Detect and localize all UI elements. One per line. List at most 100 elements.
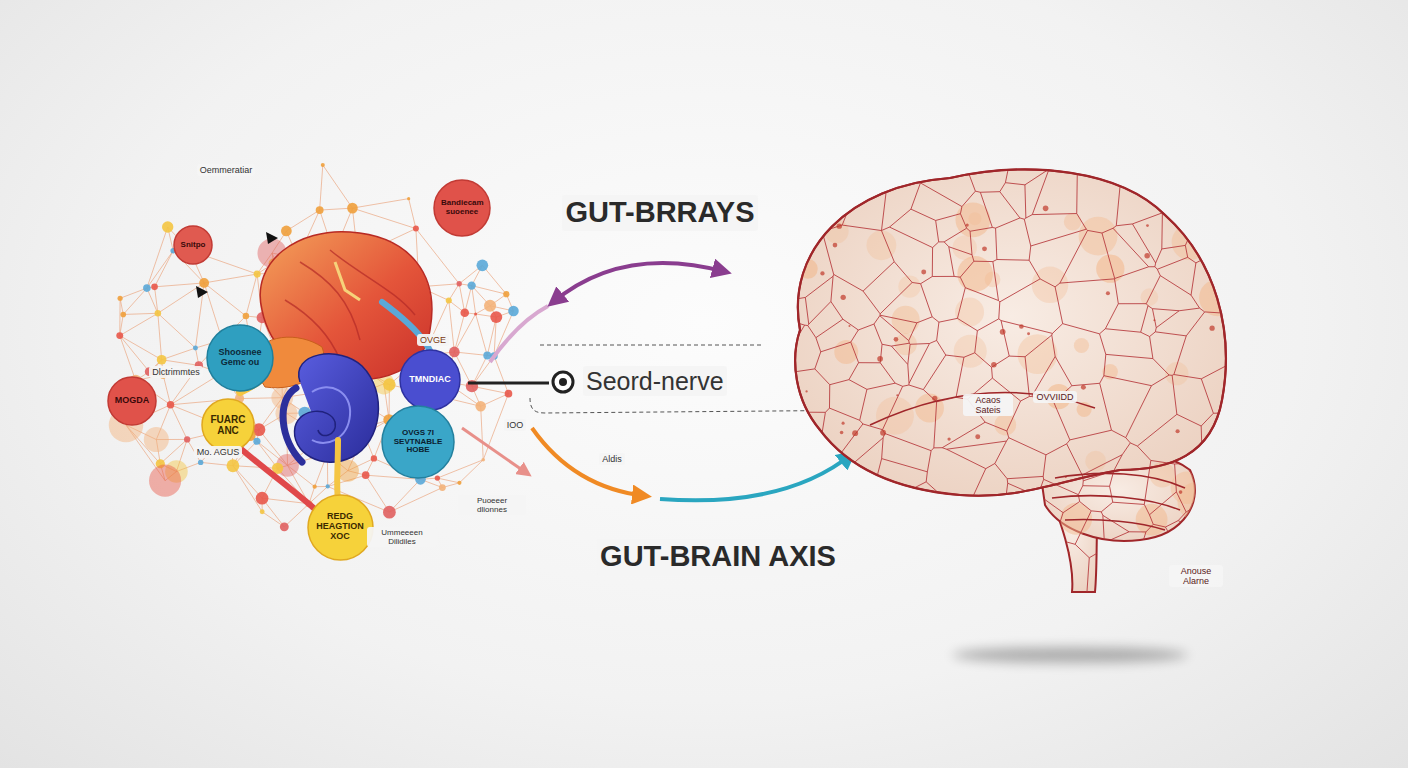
gut-network-line	[481, 406, 484, 459]
nerve-line	[468, 382, 549, 385]
brain-dot	[800, 264, 802, 266]
gut-dot	[253, 438, 260, 445]
gut-network-line	[476, 314, 488, 355]
brain-dot	[975, 434, 980, 439]
gut-dot	[460, 308, 469, 317]
annotation-label: Ummeeeen Dilidiles	[367, 527, 437, 547]
gut-network-line	[437, 478, 459, 483]
gut-dot	[167, 401, 174, 408]
brain-dot	[852, 430, 858, 436]
gut-network-line	[204, 283, 246, 316]
brain-dot	[837, 223, 842, 228]
brain-blob	[1096, 254, 1124, 282]
brain-network-lines	[770, 150, 1250, 610]
brain-dot	[840, 431, 844, 435]
brain-blob	[1074, 338, 1089, 353]
bubble-node: Shoosnee Gemc ou	[206, 324, 274, 392]
gut-network-line	[171, 405, 188, 440]
annotation-label: Oemmeratiar	[197, 164, 256, 176]
gut-dot	[120, 312, 126, 318]
faded-arrow-tail	[490, 306, 548, 362]
gut-network-line	[366, 475, 390, 512]
gut-dot	[155, 310, 161, 316]
gut-dot	[260, 509, 265, 514]
brain-dot	[981, 518, 985, 522]
brain-dot	[982, 246, 987, 251]
brain-dot	[921, 269, 926, 274]
bubble-node: Bandiecam suoenee	[433, 179, 491, 237]
gut-network-line	[233, 466, 278, 469]
gut-network-line	[494, 356, 508, 394]
brain-dot	[991, 362, 997, 368]
gut-dot	[149, 465, 181, 497]
intestine-tube	[283, 388, 302, 462]
gut-network-line	[158, 313, 196, 348]
gut-dot	[157, 355, 167, 365]
brain-dot	[1019, 324, 1024, 329]
gut-dot	[467, 281, 475, 289]
gut-dot	[446, 297, 452, 303]
brain-dot	[914, 567, 918, 571]
gut-network-line	[162, 360, 199, 366]
gut-dot	[184, 436, 190, 442]
annotation-label: Anouse Alarne	[1169, 565, 1223, 588]
gut-dot	[326, 484, 330, 488]
brain-dot	[966, 224, 969, 227]
gut-dot	[508, 306, 519, 317]
bubble-circle	[108, 377, 156, 425]
bubble-text-box: Snitpo	[179, 241, 208, 250]
bubble-label: Bandiecam suoenee	[441, 199, 483, 217]
bubble-text-box: Shoosnee Gemc ou	[216, 348, 265, 368]
gut-network-line	[454, 314, 475, 352]
brain-dot	[1067, 552, 1069, 554]
bubble-node: FUARC ANC	[201, 398, 255, 452]
gut-dot	[227, 459, 240, 472]
gut-dot	[484, 300, 496, 312]
nerve-label: Seord-nerve	[583, 366, 727, 397]
teal-arrow	[660, 454, 852, 500]
bubble-label: Shoosnee Gemc ou	[216, 348, 265, 368]
brain-dot	[858, 535, 862, 539]
gut-network-line	[389, 479, 420, 512]
gut-dot	[435, 475, 440, 480]
gut-dot	[151, 284, 158, 291]
bubble-label: TMNDIAC	[408, 375, 453, 385]
gut-dot	[407, 197, 410, 200]
heading-text: GUT-BRAIN AXIS	[597, 539, 839, 574]
gut-network-line	[286, 210, 319, 231]
gut-dot	[457, 281, 462, 286]
brain-blobs	[798, 202, 1236, 535]
small-arrowhead	[266, 232, 278, 244]
gut-network-line	[147, 227, 168, 288]
brain-network	[770, 150, 1250, 610]
brain-dot	[1146, 224, 1149, 227]
bubble-label: Snitpo	[179, 241, 208, 250]
gut-dot	[162, 221, 173, 232]
gut-dot	[490, 311, 502, 323]
brain-dot	[1106, 291, 1110, 295]
gut-network	[120, 165, 514, 527]
brain-dot	[1153, 319, 1155, 321]
annotation-label: Aldis	[599, 453, 625, 465]
brain-dot	[932, 396, 937, 401]
brain-figure	[770, 150, 1250, 610]
organ-duct	[335, 262, 360, 300]
gut-network-line	[472, 286, 507, 295]
gut-network-line	[459, 460, 483, 483]
brain-blob	[847, 487, 883, 523]
gut-dot	[475, 401, 485, 411]
gut-network-line	[147, 288, 158, 313]
brain-blob	[1032, 267, 1069, 304]
gut-dot	[193, 346, 198, 351]
brain-dot	[1081, 385, 1086, 390]
bubble-text-box: TMNDIAC	[408, 375, 453, 385]
gut-dot	[383, 506, 396, 519]
gut-dot	[413, 226, 419, 232]
bubble-circle	[202, 399, 254, 451]
bubble-circle	[434, 180, 490, 236]
gut-dot	[362, 471, 370, 479]
gut-network-line	[389, 488, 442, 513]
brain-dot	[894, 337, 899, 342]
brain-blob	[1018, 334, 1058, 374]
